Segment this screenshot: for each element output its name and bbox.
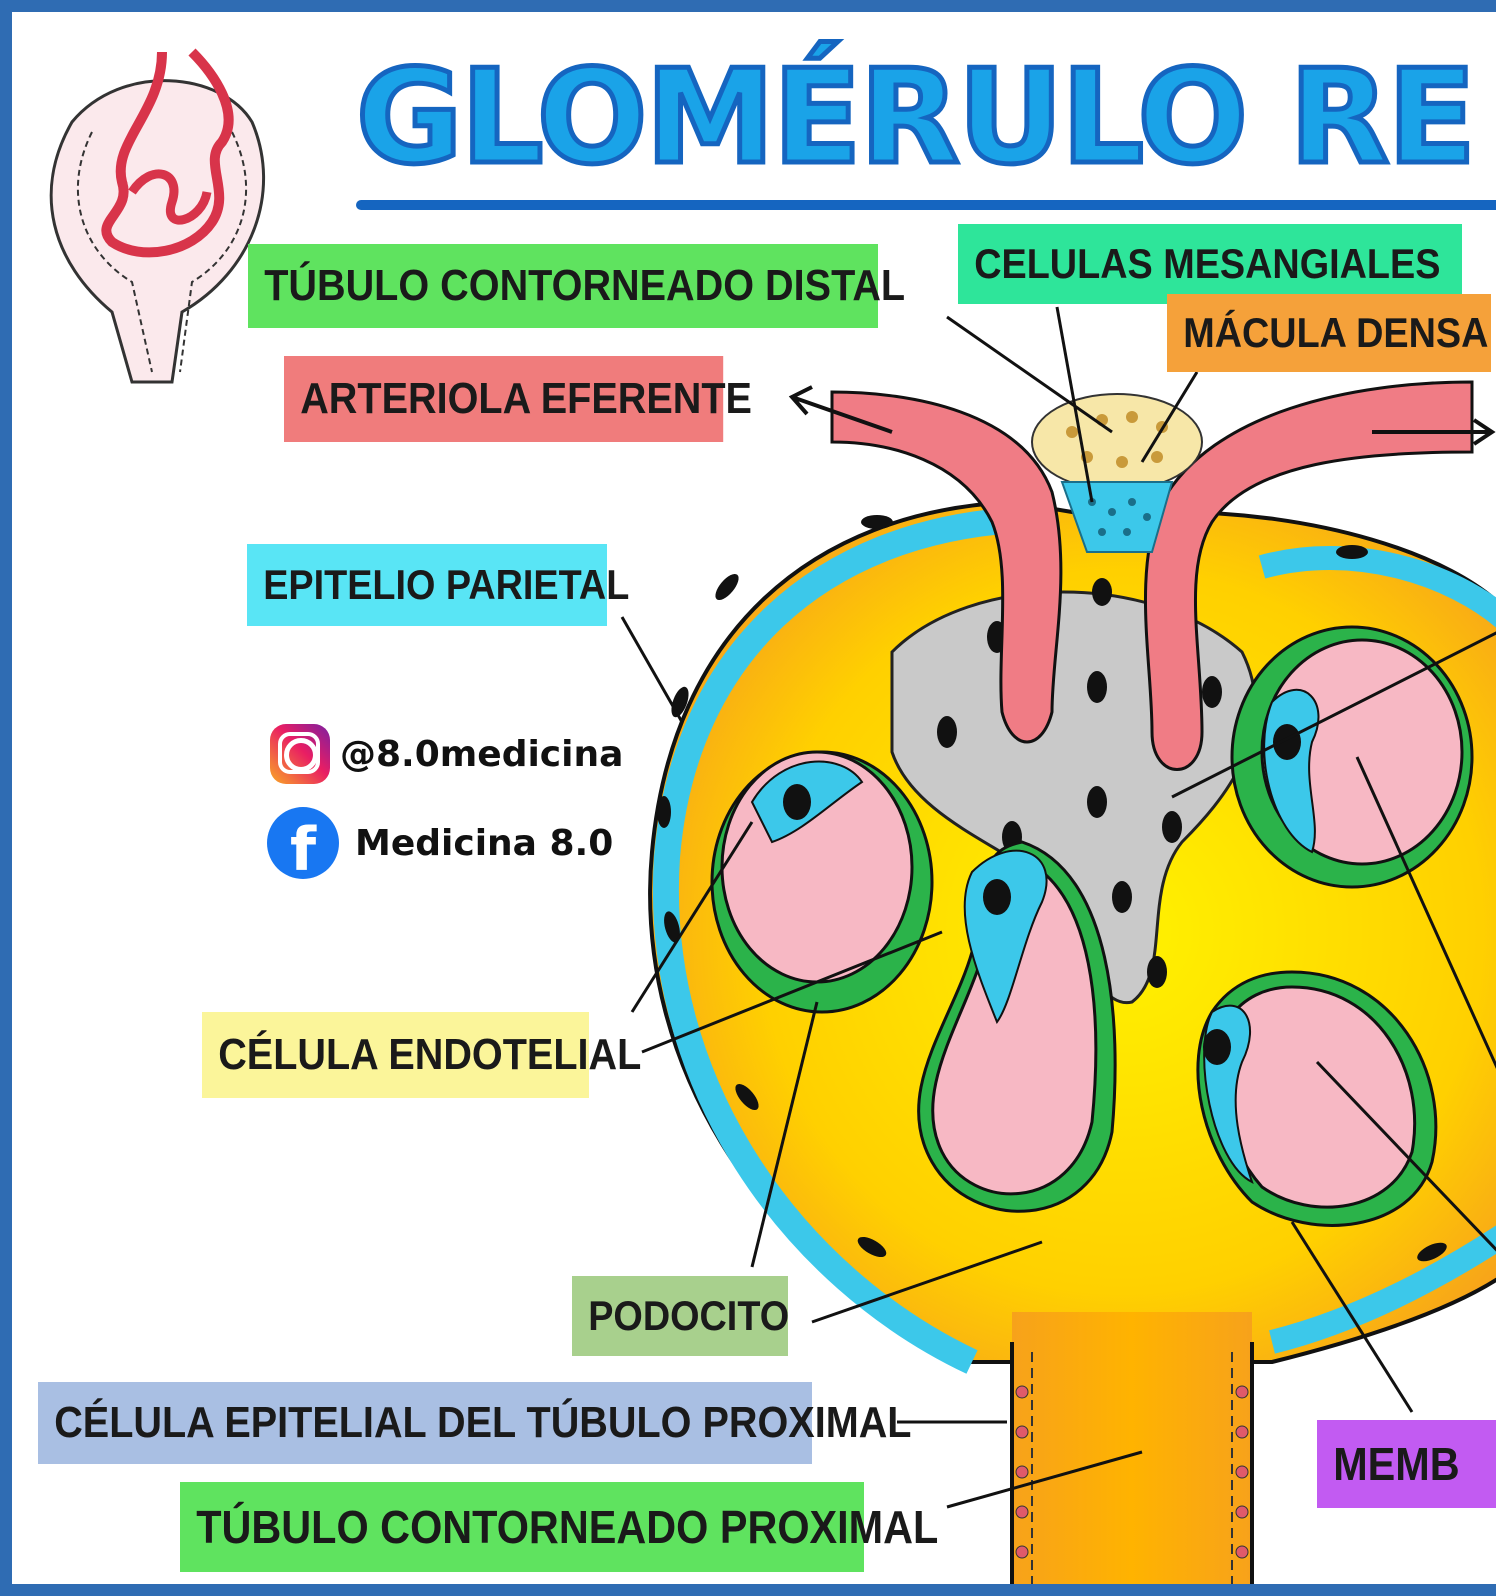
facebook-handle-text: Medicina 8.0 [355,823,613,864]
facebook-icon: f [267,807,339,879]
label-macula-densa: MÁCULA DENSA [1167,294,1491,372]
label-arteriola-eferente: ARTERIOLA EFERENTE [284,356,723,442]
label-celula-epitelial-proximal: CÉLULA EPITELIAL DEL TÚBULO PROXIMAL [38,1382,812,1464]
instagram-handle-text: @8.0medicina [340,734,623,775]
page-title: GLOMÉRULO RE [356,52,1474,182]
label-membrana: MEMB [1317,1420,1496,1508]
label-epitelio-parietal: EPITELIO PARIETAL [247,544,607,626]
label-tubulo-contorneado-distal: TÚBULO CONTORNEADO DISTAL [248,244,878,328]
instagram-icon [270,724,330,784]
label-celulas-mesangiales: CELULAS MESANGIALES [958,224,1462,304]
label-tubulo-contorneado-proximal: TÚBULO CONTORNEADO PROXIMAL [180,1482,864,1572]
nephron-sketch [51,52,263,382]
label-podocito: PODOCITO [572,1276,788,1356]
label-celula-endotelial: CÉLULA ENDOTELIAL [202,1012,589,1098]
title-underline [356,200,1496,210]
instagram-handle: @8.0medicina [270,724,623,784]
facebook-handle: f Medicina 8.0 [267,807,613,879]
